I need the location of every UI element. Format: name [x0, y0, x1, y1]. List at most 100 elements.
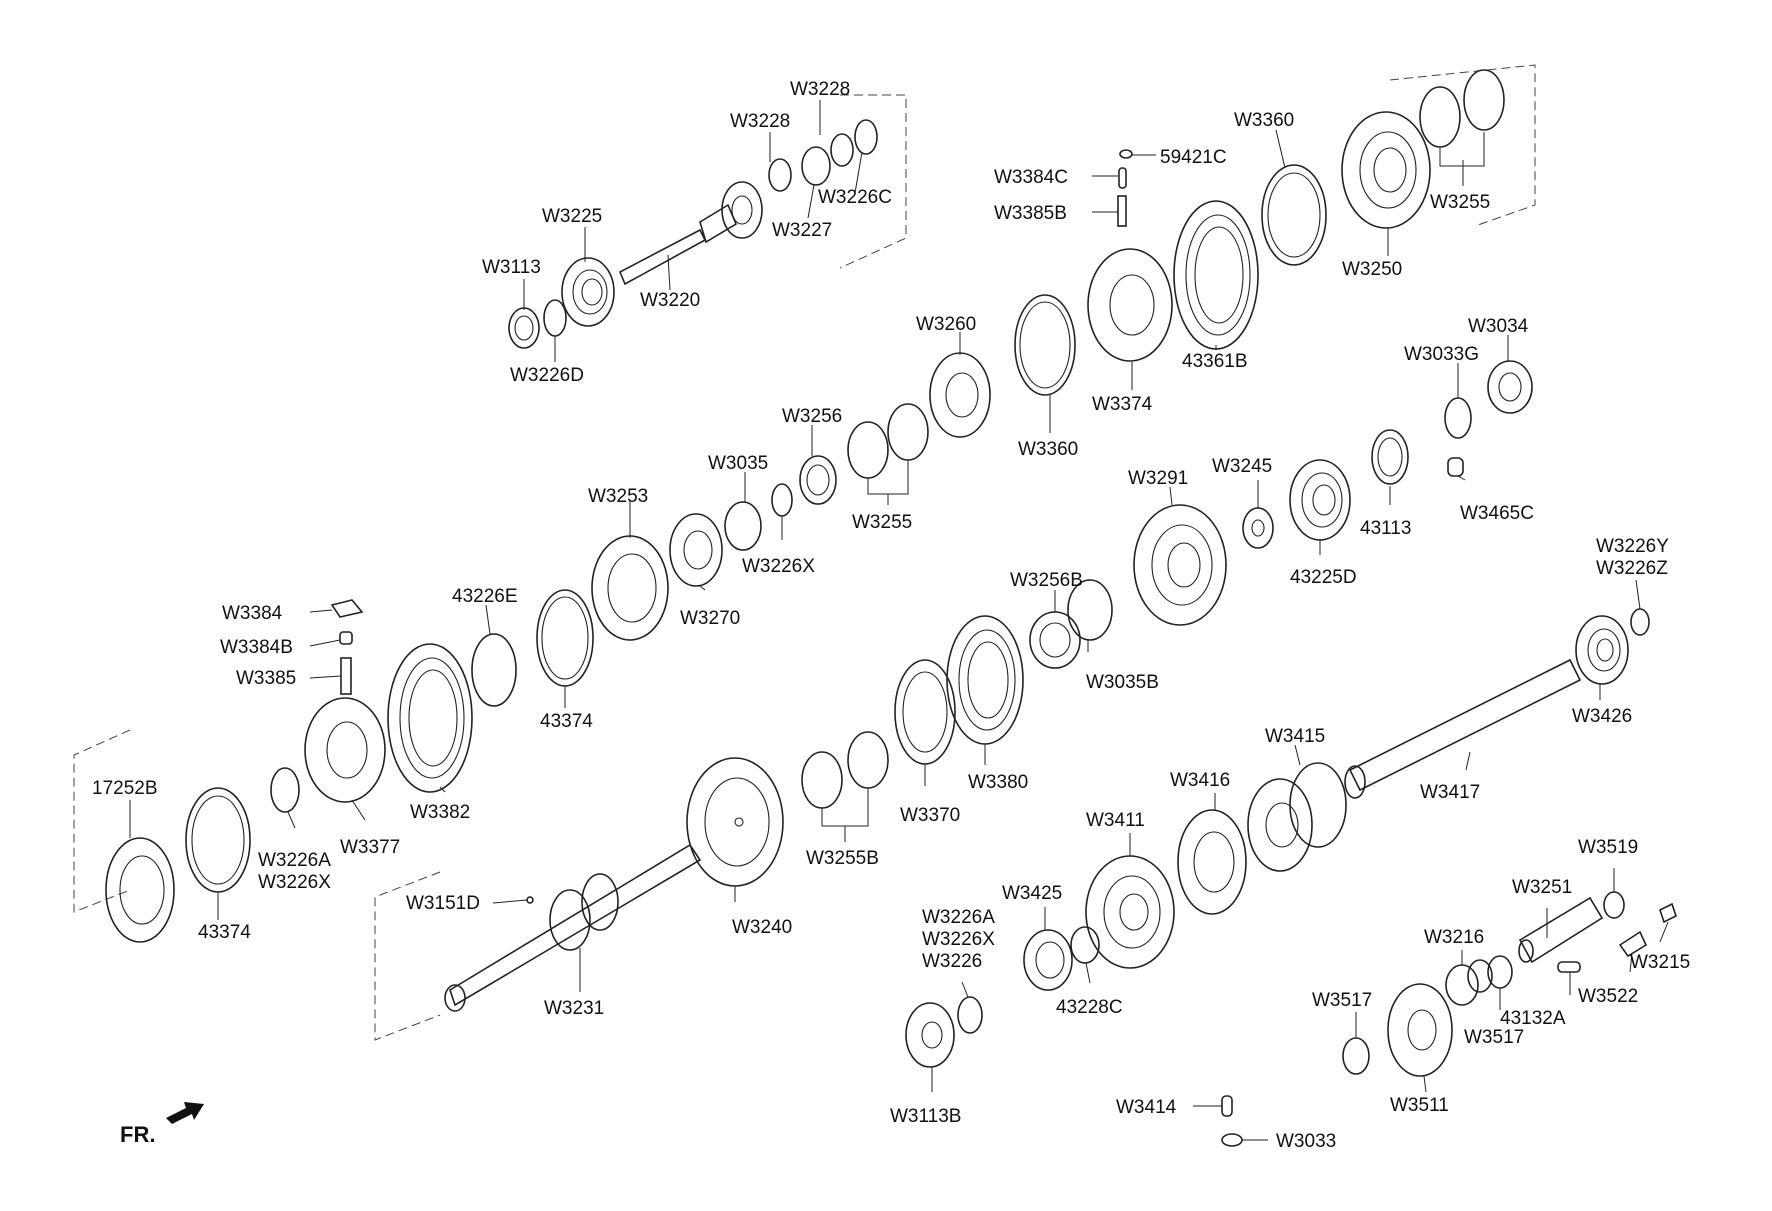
w3245-washer: [1242, 507, 1274, 549]
label-w3215: W3215: [1630, 952, 1690, 973]
label-59421c: 59421C: [1160, 147, 1227, 168]
w3519-washer: [1603, 891, 1625, 919]
label-w3231: W3231: [544, 998, 604, 1019]
w3384-plate: [330, 599, 364, 618]
label-43228c: 43228C: [1056, 997, 1123, 1018]
43374-sync-ring-low: [185, 787, 251, 893]
label-w3225: W3225: [542, 206, 602, 227]
label-w3151d: W3151D: [406, 893, 480, 914]
w3033g-washer: [1444, 397, 1472, 439]
label-w3517-right: W3517: [1464, 1027, 1524, 1048]
w3411-gear: [1085, 855, 1175, 969]
43228c-ring: [1070, 926, 1100, 964]
front-indicator: FR.: [120, 1102, 204, 1147]
label-w3113: W3113: [482, 257, 541, 278]
w3215-bolt: [1659, 902, 1677, 924]
label-w3377: W3377: [340, 837, 400, 858]
label-43374-low: 43374: [198, 922, 251, 943]
w3225-bearing: [561, 257, 615, 327]
label-w3226x-left: W3226X: [258, 872, 331, 893]
label-43113: 43113: [1360, 518, 1411, 539]
label-w3465c: W3465C: [1460, 503, 1534, 524]
w3231-main-shaft: [444, 843, 702, 1012]
w3216-bushing: [1445, 959, 1493, 1006]
label-w3384c: W3384C: [994, 167, 1068, 188]
label-w3425: W3425: [1002, 883, 1062, 904]
43225d-bearing: [1289, 459, 1351, 541]
label-w3522: W3522: [1578, 986, 1638, 1007]
label-w3385: W3385: [236, 668, 296, 689]
w3256b-bushing: [1029, 611, 1081, 669]
label-w3417: W3417: [1420, 782, 1480, 803]
43374-sync-ring-mid: [536, 589, 594, 687]
label-w3370: W3370: [900, 805, 960, 826]
w3035b-needle-bearing: [1067, 579, 1113, 641]
label-w3226z: W3226Z: [1596, 558, 1668, 579]
label-w3411: W3411: [1086, 810, 1145, 831]
w3414-pin: [1221, 1095, 1233, 1117]
group-boundaries: [73, 64, 1536, 1041]
label-w3251: W3251: [1512, 877, 1572, 898]
17252b-gear: [105, 837, 175, 943]
w3034-nut: [1487, 360, 1533, 414]
w3220-input-shaft: [618, 181, 763, 286]
w3385-spring: [340, 657, 352, 695]
43226e-snap-ring: [471, 633, 517, 707]
label-w3226a-left: W3226A: [258, 850, 331, 871]
label-w3253: W3253: [588, 486, 648, 507]
w3226c-snap-ring: [854, 119, 878, 155]
43113-seal: [1371, 429, 1409, 485]
label-w3255b: W3255B: [806, 848, 879, 869]
label-w3519: W3519: [1578, 837, 1638, 858]
label-w3256: W3256: [782, 406, 842, 427]
w3256-bushing: [799, 455, 837, 505]
label-w3226a-low: W3226A: [922, 907, 995, 928]
label-43361b: 43361B: [1182, 351, 1248, 372]
w3511-idler-gear: [1387, 983, 1453, 1077]
w3360-sync-ring-top: [1261, 164, 1327, 266]
label-w3380: W3380: [968, 772, 1028, 793]
w3151d-ball: [526, 896, 534, 904]
w3417-output-shaft: [1344, 658, 1582, 799]
label-43374-mid: 43374: [540, 711, 593, 732]
w3426-bearing: [1575, 615, 1629, 685]
label-w3291: W3291: [1128, 468, 1188, 489]
label-w3216: W3216: [1424, 927, 1484, 948]
label-w3226-low: W3226: [922, 951, 982, 972]
w3255-bearing-cups-top: [1419, 69, 1505, 148]
label-w3033: W3033: [1276, 1131, 1336, 1152]
w3250-gear: [1341, 111, 1431, 229]
label-w3385b: W3385B: [994, 203, 1067, 224]
leader-lines: [129, 100, 1669, 1141]
w3226a-snap-ring-left: [270, 767, 300, 813]
label-w3374: W3374: [1092, 394, 1153, 415]
label-w3228-mid: W3228: [730, 111, 790, 132]
w3253-gear: [591, 535, 669, 641]
w3522-plate: [1618, 930, 1648, 958]
w3291-gear: [1133, 504, 1227, 626]
label-w3227: W3227: [772, 220, 832, 241]
label-17252b: 17252B: [92, 778, 158, 799]
w3416-gear: [1177, 809, 1247, 915]
label-w3270: W3270: [680, 608, 740, 629]
label-w3517-left: W3517: [1312, 990, 1372, 1011]
w3240-gear: [686, 757, 784, 887]
w3270-gear: [669, 513, 723, 587]
front-arrow-icon: [166, 1102, 204, 1124]
w3251-idler-shaft: [1518, 896, 1604, 964]
label-w3415: W3415: [1265, 726, 1325, 747]
w3374-hub-top: [1087, 248, 1173, 362]
label-w3360-mid: W3360: [1018, 439, 1078, 460]
label-w3226y: W3226Y: [1596, 536, 1669, 557]
label-w3033g: W3033G: [1404, 344, 1479, 365]
w3228-ring-b: [830, 133, 854, 167]
label-43226e: 43226E: [452, 586, 518, 607]
label-w3414: W3414: [1116, 1097, 1177, 1118]
label-w3035b: W3035B: [1086, 672, 1159, 693]
w3226d-snap-ring: [543, 299, 567, 337]
w3113-seal: [508, 307, 540, 349]
fr-label: FR.: [120, 1122, 155, 1147]
label-w3360-top: W3360: [1234, 110, 1294, 131]
w3255b-bearing-cups: [801, 731, 889, 809]
